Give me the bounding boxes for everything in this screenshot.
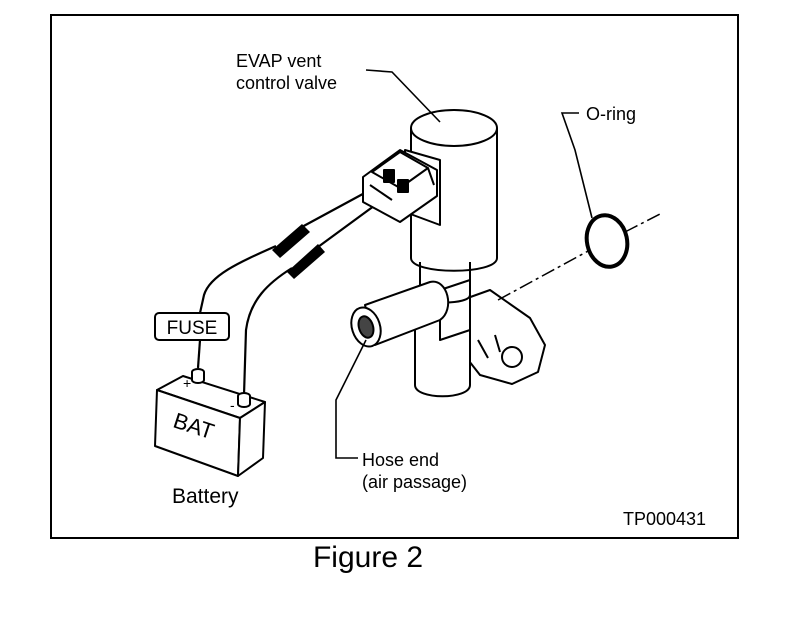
- o-ring-centerline: [497, 213, 661, 301]
- inline-fuse-lower: [287, 244, 325, 279]
- battery-plus-sign: +: [183, 375, 191, 391]
- valve-connector: [362, 149, 438, 223]
- hose-end-label-line1: Hose end: [362, 450, 439, 470]
- figure-caption: Figure 2: [312, 541, 424, 574]
- battery: [154, 368, 266, 477]
- wiring: [196, 188, 379, 396]
- o-ring-label: O-ring: [586, 104, 636, 124]
- valve-label-line2: control valve: [236, 73, 337, 93]
- valve-label-line1: EVAP vent: [236, 51, 321, 71]
- fuse-label: FUSE: [167, 318, 218, 339]
- leader-lines: [335, 69, 593, 459]
- hose-end-label-line2: (air passage): [362, 472, 467, 492]
- figure-frame: [50, 14, 739, 539]
- figure-code: TP000431: [623, 509, 706, 529]
- battery-minus-sign: -: [230, 397, 235, 413]
- evap-vent-valve: [350, 109, 546, 398]
- fuse-box: FUSE: [154, 312, 230, 341]
- battery-label: Battery: [172, 485, 239, 508]
- inline-fuse-upper: [272, 224, 310, 258]
- o-ring: [584, 213, 630, 269]
